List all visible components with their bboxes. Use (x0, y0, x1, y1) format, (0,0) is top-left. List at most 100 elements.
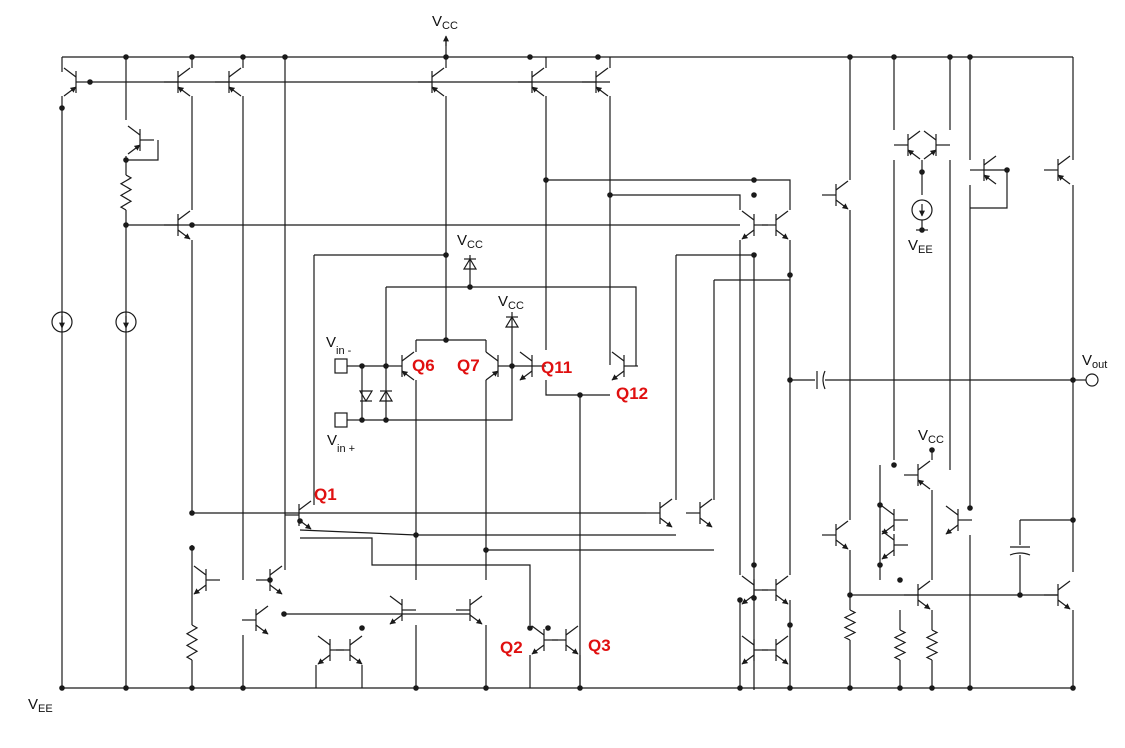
collector-lead (741, 635, 755, 646)
junction-dot (847, 54, 853, 60)
collector-lead (298, 500, 312, 511)
collector-lead (1057, 580, 1071, 591)
junction-dot (123, 157, 129, 163)
junction-dot (751, 192, 757, 198)
q1-label: Q1 (314, 485, 337, 504)
collector-lead (741, 210, 755, 221)
emitter-lead (699, 517, 713, 528)
junction-dot (189, 222, 195, 228)
junction-dot (1004, 167, 1010, 173)
level-shift-npn-1 (646, 498, 673, 528)
junction-dot (189, 510, 195, 516)
junction-dot (59, 105, 65, 111)
junction-dot (787, 622, 793, 628)
junction-dot (413, 685, 419, 691)
collector-lead (917, 580, 931, 591)
collector-lead (1057, 155, 1071, 166)
collector-lead (401, 351, 415, 362)
junction-dot (59, 685, 65, 691)
junction-dot (737, 685, 743, 691)
diode-body (462, 257, 478, 270)
emitter-lead (917, 599, 931, 610)
wire (545, 380, 610, 396)
collector-lead (881, 505, 895, 516)
junction-dot (1070, 517, 1076, 523)
mirror-npn-5 (456, 595, 483, 625)
emitter-lead (389, 614, 403, 625)
junction-dot (751, 252, 757, 258)
output-bias-pnp-3 (904, 460, 931, 490)
output-npn (945, 505, 972, 535)
collector-lead (595, 67, 609, 78)
vcc-diode-1-label: VCC (457, 232, 483, 251)
wire (546, 179, 791, 210)
emitter-lead (431, 86, 445, 97)
junction-dot (123, 222, 129, 228)
junction-dot (527, 625, 533, 631)
collector-lead (659, 498, 673, 509)
collector-lead (177, 67, 191, 78)
junction-dot (87, 79, 93, 85)
vcc-output-label: VCC (918, 427, 944, 446)
collector-lead (917, 460, 931, 471)
q6-transistor (388, 351, 415, 381)
junction-dot (967, 54, 973, 60)
output-capacitor-icon (1009, 546, 1031, 556)
output-bias-npn-1 (881, 505, 908, 535)
output-npn-2 (1044, 580, 1071, 610)
collector-lead (469, 595, 483, 606)
q6-label: Q6 (412, 356, 435, 375)
emitter-lead (63, 86, 77, 97)
mirror-npn-4 (389, 595, 416, 625)
junction-dot (847, 592, 853, 598)
collector-lead (565, 625, 579, 636)
junction-dot (787, 272, 793, 278)
junction-dot (359, 625, 365, 631)
collector-lead (485, 351, 499, 362)
q3-label: Q3 (588, 636, 611, 655)
emitter-lead (177, 86, 191, 97)
q2-transistor (531, 625, 558, 655)
collector-lead (127, 125, 141, 136)
vcc-main-label: VCC (432, 13, 458, 32)
vcc-diode-2-icon (504, 315, 520, 328)
junction-dot (787, 685, 793, 691)
collector-lead (389, 595, 403, 606)
junction-dot (751, 177, 757, 183)
q7-transistor (485, 351, 512, 381)
q12-label: Q12 (616, 384, 649, 403)
junction-dot (929, 685, 935, 691)
collector-lead (741, 575, 755, 586)
junction-dot (527, 54, 533, 60)
emitter-lead (775, 594, 789, 605)
bias-npn (164, 210, 191, 240)
wire (970, 169, 1008, 209)
wire (299, 529, 676, 536)
collector-lead (983, 155, 997, 166)
q7-label: Q7 (457, 356, 480, 375)
output-bias-npn-2 (881, 530, 908, 560)
junction-dot (947, 54, 953, 60)
mirror-pnp-0 (164, 67, 191, 97)
driver-npn (822, 180, 849, 210)
junction-dot (413, 532, 419, 538)
junction-dot (891, 54, 897, 60)
collector-lead (531, 67, 545, 78)
emitter-lead (349, 654, 363, 665)
second-stage-mirror-2 (762, 575, 789, 605)
junction-dot (543, 177, 549, 183)
junction-dot (189, 54, 195, 60)
current-source-icon (115, 311, 137, 333)
q11-label: Q11 (541, 358, 573, 377)
junction-dot (281, 611, 287, 617)
driver-npn-2 (822, 520, 849, 550)
bias-pnp-left (63, 67, 90, 97)
emitter-lead (485, 370, 499, 381)
junction-dot (877, 502, 883, 508)
emitter-lead (775, 229, 789, 240)
emitter-lead (983, 174, 997, 185)
plate-curved (1009, 552, 1031, 556)
junction-dot (483, 547, 489, 553)
mirror-pnp-1 (215, 67, 242, 97)
